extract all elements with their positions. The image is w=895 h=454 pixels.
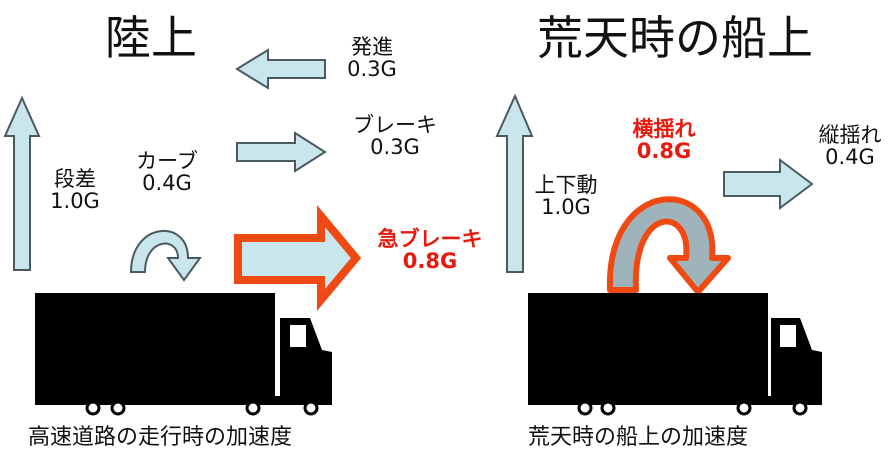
- curve-value: 0.4G: [142, 171, 192, 196]
- heave-label-text: 上下動: [534, 173, 598, 197]
- arrow-up-icon: [495, 93, 534, 273]
- hard-brake-label-text: 急ブレーキ: [377, 227, 483, 251]
- brake-label: ブレーキ 0.3G: [336, 114, 454, 158]
- roll-label: 横揺れ 0.8G: [614, 118, 714, 162]
- truck-icon: [35, 293, 332, 416]
- bump-value: 1.0G: [50, 189, 100, 214]
- land-title: 陸上: [105, 11, 197, 65]
- ship-caption: 荒天時の船上の加速度: [528, 425, 749, 450]
- bump-label: 段差 1.0G: [40, 168, 110, 212]
- arrow-right-icon: [236, 131, 327, 173]
- start-label: 発進 0.3G: [330, 36, 414, 80]
- curved-arrow-icon: [129, 229, 202, 282]
- start-label-text: 発進: [351, 35, 393, 59]
- roll-value: 0.8G: [636, 139, 692, 164]
- hard-brake-label: 急ブレーキ 0.8G: [356, 228, 504, 272]
- hard-brake-value: 0.8G: [402, 249, 458, 274]
- heave-label: 上下動 1.0G: [519, 174, 613, 218]
- arrow-right-icon: [723, 158, 814, 210]
- pitch-value: 0.4G: [825, 145, 875, 170]
- brake-value: 0.3G: [370, 135, 420, 160]
- arrow-up-icon: [3, 95, 41, 271]
- curve-label: カーブ 0.4G: [118, 150, 216, 194]
- arrow-left-icon: [235, 48, 326, 90]
- ship-title: 荒天時の船上: [537, 11, 813, 65]
- pitch-label-text: 縦揺れ: [818, 123, 882, 147]
- heave-value: 1.0G: [541, 195, 591, 220]
- start-value: 0.3G: [347, 57, 397, 82]
- arrow-right-icon: [234, 204, 362, 312]
- roll-label-text: 横揺れ: [632, 117, 696, 141]
- land-caption: 高速道路の走行時の加速度: [28, 425, 293, 450]
- curve-label-text: カーブ: [136, 149, 198, 173]
- brake-label-text: ブレーキ: [353, 113, 437, 137]
- pitch-label: 縦揺れ 0.4G: [808, 124, 892, 168]
- truck-icon: [528, 293, 822, 416]
- curved-arrow-icon: [606, 196, 731, 295]
- bump-label-text: 段差: [54, 167, 96, 191]
